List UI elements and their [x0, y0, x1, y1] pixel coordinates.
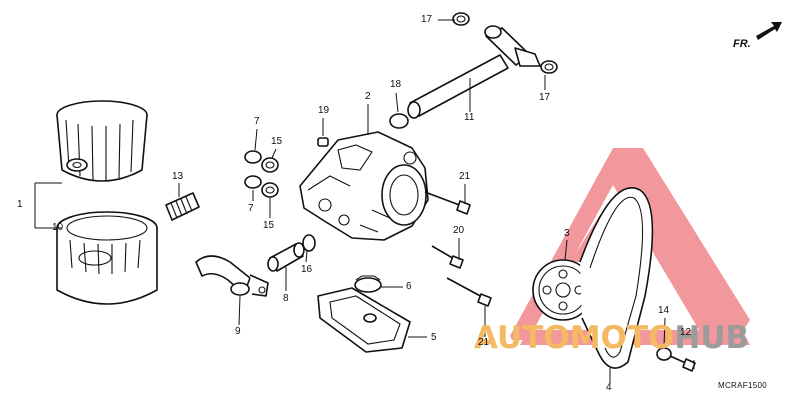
callout-21-upper: 21 — [459, 171, 471, 182]
o-ring-18 — [389, 113, 409, 129]
front-direction-label: FR. — [733, 38, 751, 50]
oil-pipe — [407, 25, 541, 119]
watermark-text-part1: AUTOMOTO — [474, 320, 675, 356]
callout-12: 12 — [680, 327, 692, 338]
callout-18: 18 — [390, 79, 402, 90]
callout-17-lower: 17 — [539, 92, 551, 103]
callout-7-upper: 7 — [254, 116, 260, 127]
oil-pump-assembly — [299, 131, 429, 241]
oil-filter-bolt — [165, 192, 200, 221]
leader-lines — [34, 19, 695, 383]
dowel-pins-and-o-rings — [244, 150, 279, 198]
dowel-pin-19 — [317, 137, 329, 147]
flange-bolt-20 — [431, 245, 464, 269]
callout-8: 8 — [283, 293, 289, 304]
callout-5: 5 — [431, 332, 437, 343]
callout-1: 1 — [17, 199, 23, 210]
callout-21-lower: 21 — [478, 337, 490, 348]
callout-2: 2 — [365, 91, 371, 102]
callout-20: 20 — [453, 225, 465, 236]
o-ring-17-lower — [540, 60, 558, 74]
callout-10: 10 — [52, 222, 64, 233]
oil-strainer-plate — [317, 287, 411, 353]
oil-filter-cartridge-upper — [56, 100, 148, 182]
callout-6: 6 — [406, 281, 412, 292]
flange-bolt-21-upper — [424, 191, 471, 215]
callout-17-upper: 17 — [421, 14, 433, 25]
diagram-code: MCRAF1500 — [718, 381, 767, 390]
front-direction-arrow-icon — [756, 22, 782, 40]
callout-14: 14 — [658, 305, 670, 316]
callout-16: 16 — [301, 264, 313, 275]
callout-4: 4 — [606, 382, 612, 393]
flange-bolt-21-lower — [446, 277, 492, 307]
watermark-brand-text: AUTOMOTOHUB — [474, 320, 749, 356]
o-ring-17-upper-inner — [456, 15, 466, 23]
callout-13: 13 — [172, 171, 184, 182]
callout-15-lower: 15 — [263, 220, 275, 231]
o-ring-17-upper — [452, 12, 470, 26]
oil-pipe-joint — [267, 242, 305, 272]
oil-pump-sprocket — [532, 259, 594, 321]
callout-7-lower: 7 — [248, 203, 254, 214]
oil-pump-drive-chain — [579, 187, 654, 369]
callout-9: 9 — [235, 326, 241, 337]
callout-3: 3 — [564, 228, 570, 239]
watermark-text-part2: HUB — [674, 320, 750, 356]
callout-19: 19 — [318, 105, 330, 116]
washer-14 — [656, 347, 672, 361]
oil-filter-cartridge-lower — [56, 211, 158, 305]
oil-drain-plug — [354, 275, 382, 293]
oil-strainer-pipe — [195, 255, 269, 297]
callout-11: 11 — [464, 112, 475, 123]
o-ring-16 — [302, 234, 316, 252]
sprocket-bolt-12 — [669, 355, 696, 372]
callout-15-upper: 15 — [271, 136, 283, 147]
o-ring-17-lower-inner — [544, 63, 554, 71]
